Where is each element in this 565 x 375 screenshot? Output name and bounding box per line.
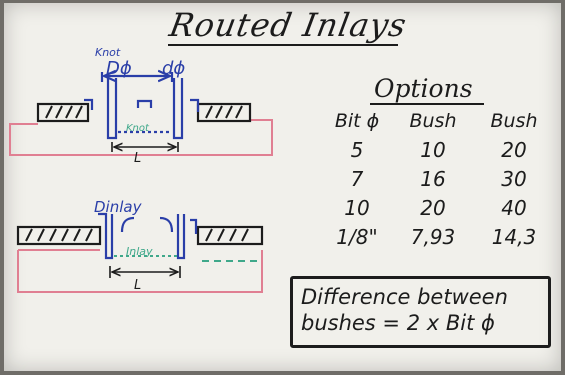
label-knot-top: Knot: [95, 46, 121, 59]
bottom-diagram: Dinlay Inlay L: [16, 198, 264, 293]
note-line-1: Difference between: [301, 285, 508, 309]
options-table: Bit ϕ Bush Bush 5 10 20 7 16 30 10 20 40…: [322, 106, 554, 251]
label-D: Dϕ: [106, 58, 132, 79]
whiteboard: [4, 3, 561, 371]
workpiece-outline-bottom: [17, 250, 263, 293]
table-cell: 10: [344, 195, 370, 220]
label-inlay: Inlay: [126, 245, 153, 258]
options-underline: [370, 103, 484, 105]
table-cell: 20: [420, 195, 446, 220]
bushing-bit: [84, 72, 200, 140]
label-d: dϕ: [162, 58, 185, 79]
note-box: Difference between bushes = 2 x Bit ϕ: [290, 276, 551, 348]
bushing-bit-bottom: [98, 212, 198, 260]
table-row: 10 20 40: [322, 193, 554, 222]
table-header: Bush: [490, 109, 538, 132]
table-cell: 14,3: [491, 224, 537, 249]
table-cell: 5: [350, 137, 364, 162]
table-cell: 16: [420, 166, 446, 191]
table-cell: 7: [350, 166, 364, 191]
template-right-bottom: [196, 225, 264, 246]
table-cell: 7,93: [410, 224, 456, 249]
title-underline: [168, 44, 398, 46]
options-heading: Options: [374, 74, 473, 103]
table-cell: 40: [501, 195, 527, 220]
label-D-inlay: Dinlay: [94, 198, 143, 216]
template-left-bottom: [16, 225, 102, 246]
label-L-top: L: [134, 151, 141, 166]
label-knot-inner: Knot: [126, 123, 150, 134]
table-header: Bush: [409, 109, 457, 132]
table-row: 7 16 30: [322, 164, 554, 193]
table-cell: 1/8": [336, 224, 378, 249]
table-cell: 20: [501, 137, 527, 162]
note-line-2: bushes = 2 x Bit ϕ: [301, 311, 495, 335]
top-diagram: Knot Dϕ dϕ Knot L: [9, 46, 273, 166]
table-cell: 30: [501, 166, 527, 191]
table-header-row: Bit ϕ Bush Bush: [322, 106, 554, 135]
template-right: [196, 102, 252, 123]
workpiece-outline: [9, 119, 273, 156]
table-cell: 10: [420, 137, 446, 162]
table-row: 5 10 20: [322, 135, 554, 164]
template-left: [36, 102, 90, 123]
table-row: 1/8" 7,93 14,3: [322, 222, 554, 251]
label-L-bottom: L: [134, 278, 141, 293]
table-header: Bit ϕ: [334, 109, 380, 132]
